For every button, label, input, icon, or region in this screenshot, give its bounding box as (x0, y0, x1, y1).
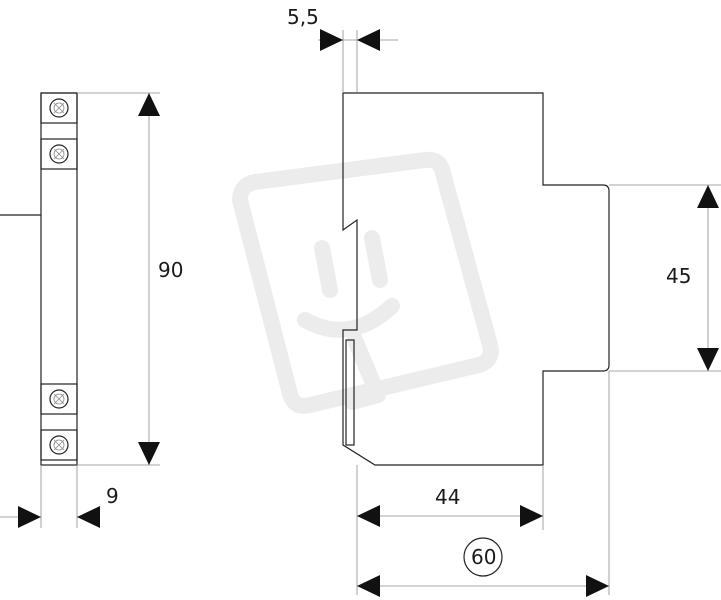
smiley-plug-watermark-icon (232, 151, 499, 414)
dimension-9: 9 (0, 465, 119, 528)
dimension-90: 90 (77, 92, 183, 466)
dimension-9-label: 9 (106, 484, 119, 508)
terminal-screw-icon (40, 383, 78, 415)
dimension-90-label: 90 (158, 258, 183, 282)
dimension-44: 44 (356, 465, 544, 595)
side-view-left (0, 92, 78, 466)
dimension-44-label: 44 (435, 485, 460, 509)
dimension-45: 45 (609, 184, 721, 372)
dimension-60: 60 (357, 371, 610, 597)
dimension-5-5: 5,5 (287, 5, 398, 93)
terminal-screw-icon (40, 92, 78, 124)
dimension-5-5-label: 5,5 (287, 5, 319, 29)
terminal-screw-icon (40, 138, 78, 170)
dimension-60-label: 60 (471, 545, 496, 569)
side-view-right (342, 92, 610, 466)
dimension-45-label: 45 (666, 264, 691, 288)
terminal-screw-icon (40, 429, 78, 461)
